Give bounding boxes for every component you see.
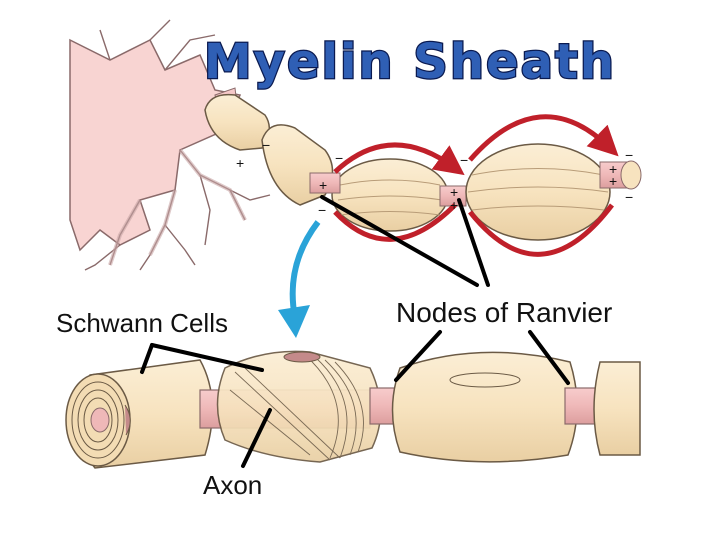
- zoom-arrow: [278, 222, 318, 338]
- charge-minus: −: [460, 152, 468, 168]
- enlarged-schwann-cell-middle: [393, 352, 578, 461]
- enlarged-schwann-cell-right: [594, 362, 640, 455]
- top-myelin-segment-1: [205, 95, 269, 150]
- charge-minus: −: [318, 202, 326, 218]
- charge-minus: −: [625, 189, 633, 205]
- charge-plus: +: [609, 173, 617, 189]
- enlarged-schwann-cell-left: [66, 360, 212, 468]
- charge-minus: −: [625, 147, 633, 163]
- label-schwann-cells: Schwann Cells: [56, 308, 228, 338]
- top-myelin-segment-4: [466, 144, 610, 240]
- charge-plus: +: [236, 155, 244, 171]
- diagram-title: Myelin Sheath: [204, 34, 616, 90]
- charge-minus: −: [262, 137, 270, 153]
- label-nodes-of-ranvier: Nodes of Ranvier: [396, 297, 612, 328]
- charge-plus: +: [319, 177, 327, 193]
- charge-minus: −: [335, 150, 343, 166]
- charge-plus: +: [450, 197, 458, 213]
- top-myelin-segment-3: [332, 159, 448, 231]
- top-axon-end: [600, 161, 641, 189]
- enlarged-schwann-cell-wrapping: [218, 351, 381, 462]
- label-axon: Axon: [203, 470, 262, 500]
